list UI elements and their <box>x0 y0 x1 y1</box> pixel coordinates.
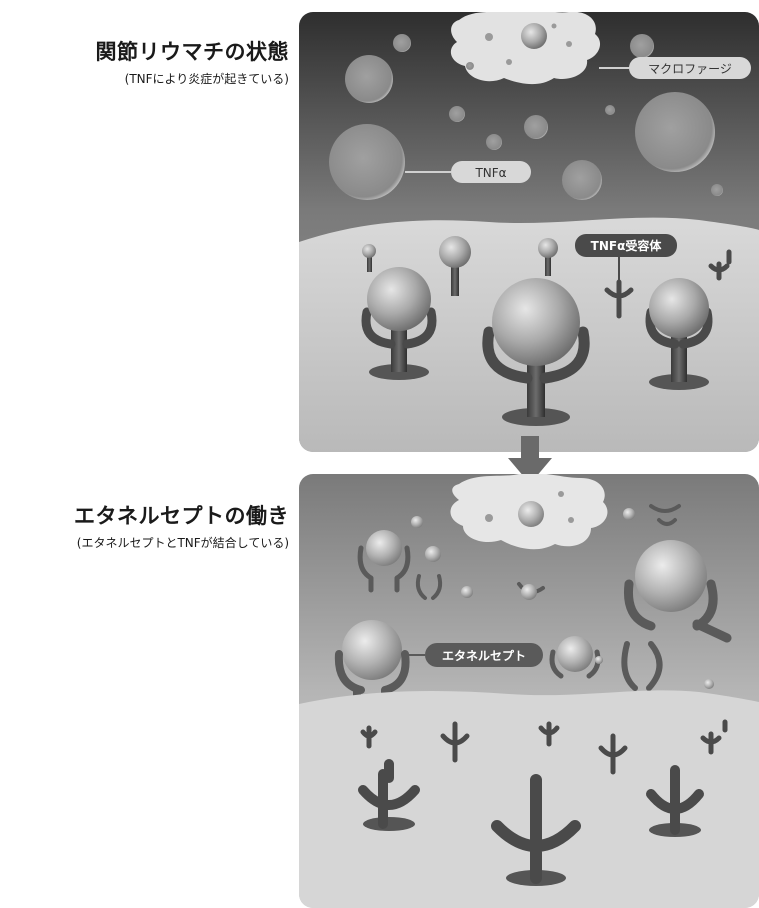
title-etanercept: エタネルセプトの働き <box>74 504 289 528</box>
cell-surface-bottom <box>299 690 759 908</box>
macrophage-cell-bottom <box>450 474 608 550</box>
etanercept-tnf-complexes <box>334 504 732 712</box>
label-tnf-receptor: TNFα受容体 <box>575 234 677 280</box>
label-etanercept: エタネルセプト <box>403 643 543 667</box>
receptors-free <box>358 719 728 886</box>
receptors-with-tnf <box>361 267 713 426</box>
title-rheumatoid-arthritis: 関節リウマチの状態 <box>95 40 289 64</box>
illustration-rheumatoid-arthritis: マクロファージ TNFα TNFα受容体 <box>299 12 759 452</box>
panel-rheumatoid-arthritis: マクロファージ TNFα TNFα受容体 <box>299 12 759 452</box>
panel-etanercept: エタネルセプト <box>299 474 759 908</box>
macrophage-cell <box>450 12 601 84</box>
heading-etanercept: エタネルセプトの働き (エタネルセプトとTNFが結合している) <box>74 500 289 551</box>
illustration-etanercept: エタネルセプト <box>299 474 759 908</box>
subtitle-etanercept: (エタネルセプトとTNFが結合している) <box>76 536 289 550</box>
subtitle-rheumatoid-arthritis: (TNFにより炎症が起きている) <box>124 72 289 86</box>
label-macrophage: マクロファージ <box>599 57 751 79</box>
receptors-background <box>362 236 732 319</box>
label-tnf-alpha: TNFα <box>405 161 531 183</box>
label-etanercept-text: エタネルセプト <box>442 648 526 663</box>
label-tnf-receptor-text: TNFα受容体 <box>591 238 663 253</box>
label-tnf-alpha-text: TNFα <box>474 166 506 180</box>
tnf-alpha-molecules <box>329 34 723 200</box>
label-macrophage-text: マクロファージ <box>648 62 732 76</box>
heading-rheumatoid-arthritis: 関節リウマチの状態 (TNFにより炎症が起きている) <box>96 36 290 87</box>
down-arrow-icon <box>508 436 552 484</box>
